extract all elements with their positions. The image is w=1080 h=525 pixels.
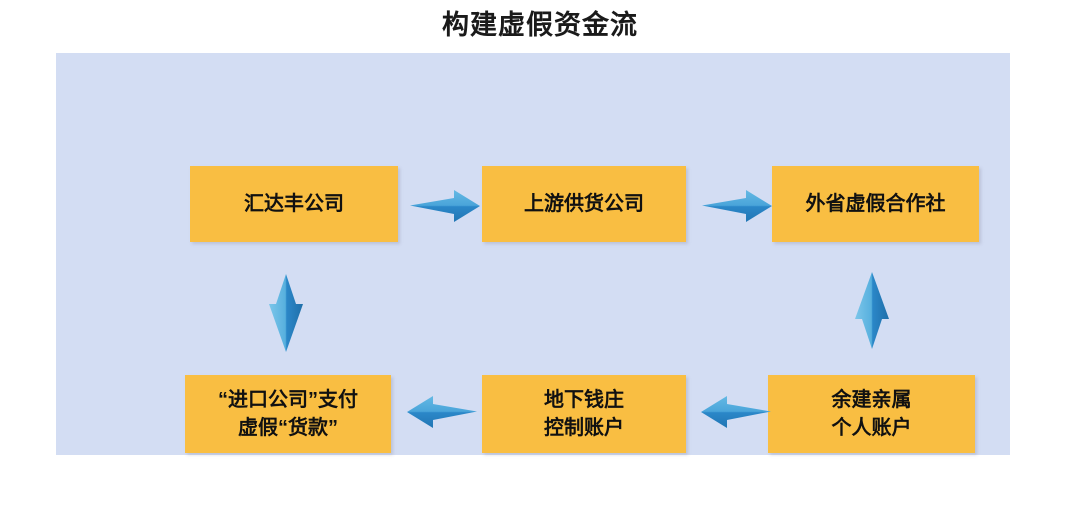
node-label: 余建亲属 个人账户 bbox=[831, 389, 912, 439]
arrow-left-icon bbox=[407, 395, 479, 429]
node-import-company-payment[interactable]: “进口公司”支付 虚假“货款” bbox=[185, 375, 391, 453]
arrow-right-icon bbox=[410, 189, 482, 223]
arrow-down-icon bbox=[854, 271, 890, 349]
node-label: “进口公司”支付 虚假“货款” bbox=[218, 389, 358, 439]
node-underground-bank[interactable]: 地下钱庄 控制账户 bbox=[482, 375, 686, 453]
diagram-panel: 汇达丰公司 上游供货公司 外省虚假合作社 余建亲属 个人账户 地下钱庄 控制账户… bbox=[56, 53, 1010, 455]
arrow-left-icon bbox=[701, 395, 773, 429]
node-supplier[interactable]: 上游供货公司 bbox=[482, 166, 686, 242]
node-huidafeng[interactable]: 汇达丰公司 bbox=[190, 166, 398, 242]
node-label: 汇达丰公司 bbox=[244, 193, 344, 215]
arrow-right-icon bbox=[702, 189, 774, 223]
node-label: 地下钱庄 控制账户 bbox=[544, 389, 624, 439]
node-label: 外省虚假合作社 bbox=[805, 193, 946, 215]
node-personal-account[interactable]: 余建亲属 个人账户 bbox=[768, 375, 975, 453]
node-label: 上游供货公司 bbox=[524, 193, 644, 215]
page-title: 构建虚假资金流 bbox=[442, 10, 638, 40]
node-coop[interactable]: 外省虚假合作社 bbox=[772, 166, 979, 242]
arrow-up-icon bbox=[268, 273, 304, 353]
